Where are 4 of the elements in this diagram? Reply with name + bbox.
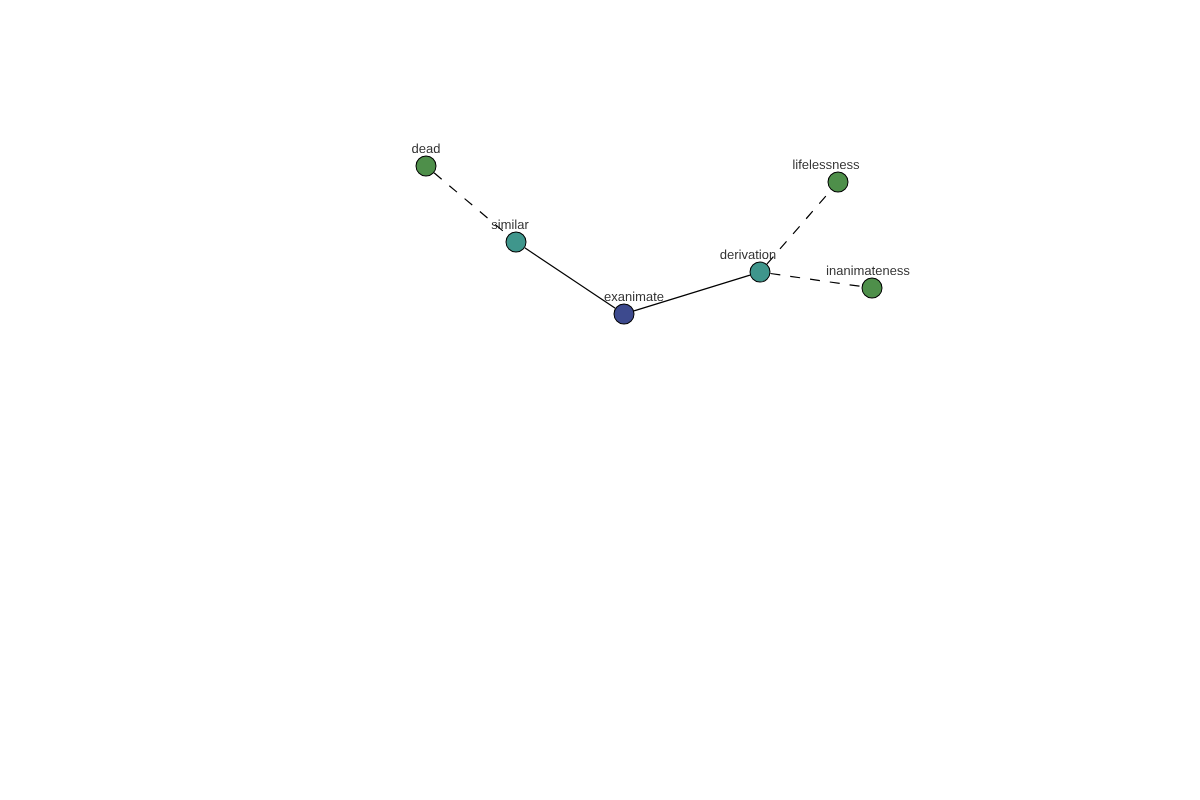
edge-line — [524, 247, 616, 309]
edge-line — [633, 274, 751, 312]
dashed-edge — [769, 272, 863, 288]
dashed-edge — [433, 172, 509, 236]
